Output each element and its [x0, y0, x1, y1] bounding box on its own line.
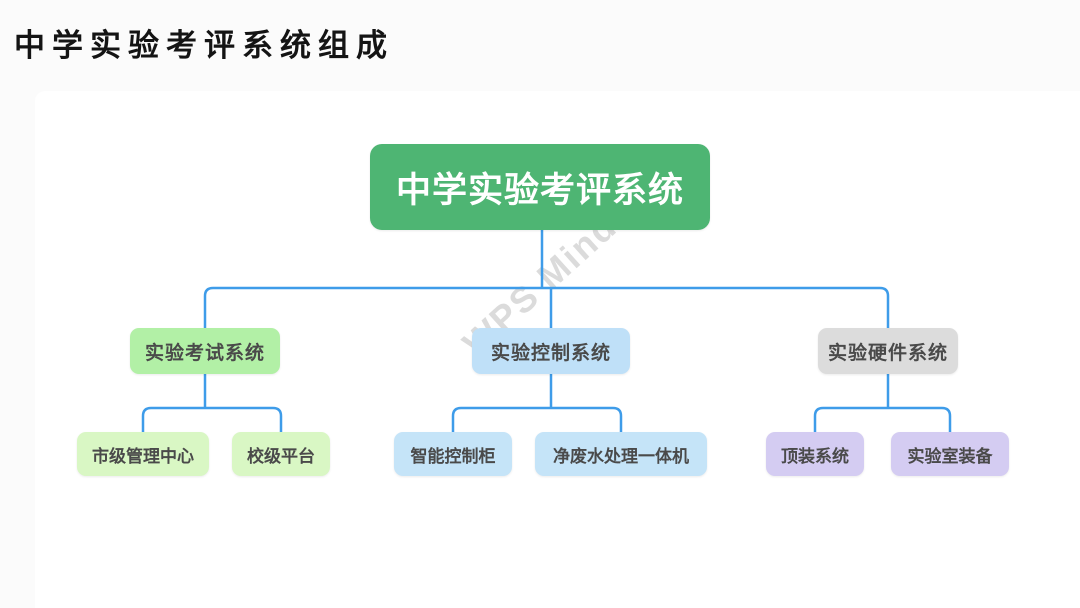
leaf-node-water-treatment-machine: 净废水处理一体机: [535, 432, 707, 476]
root-node: 中学实验考评系统: [370, 144, 710, 230]
leaf-node-laboratory-equipment: 实验室装备: [891, 432, 1009, 476]
leaf-node-school-platform: 校级平台: [232, 432, 330, 476]
connector-branch3-horizontal: [813, 406, 952, 432]
connector-branch2-horizontal: [451, 406, 623, 432]
connector-main-horizontal: [203, 286, 890, 328]
leaf-node-smart-control-cabinet: 智能控制柜: [394, 432, 512, 476]
branch-node-hardware-system: 实验硬件系统: [818, 328, 958, 374]
leaf-node-top-mounted-system: 顶装系统: [766, 432, 864, 476]
branch-node-control-system: 实验控制系统: [472, 328, 630, 374]
leaf-node-city-management-center: 市级管理中心: [77, 432, 209, 476]
connector-branch1-horizontal: [141, 406, 283, 432]
branch-node-exam-system: 实验考试系统: [130, 328, 280, 374]
page-title: 中学实验考评系统组成: [14, 28, 394, 63]
